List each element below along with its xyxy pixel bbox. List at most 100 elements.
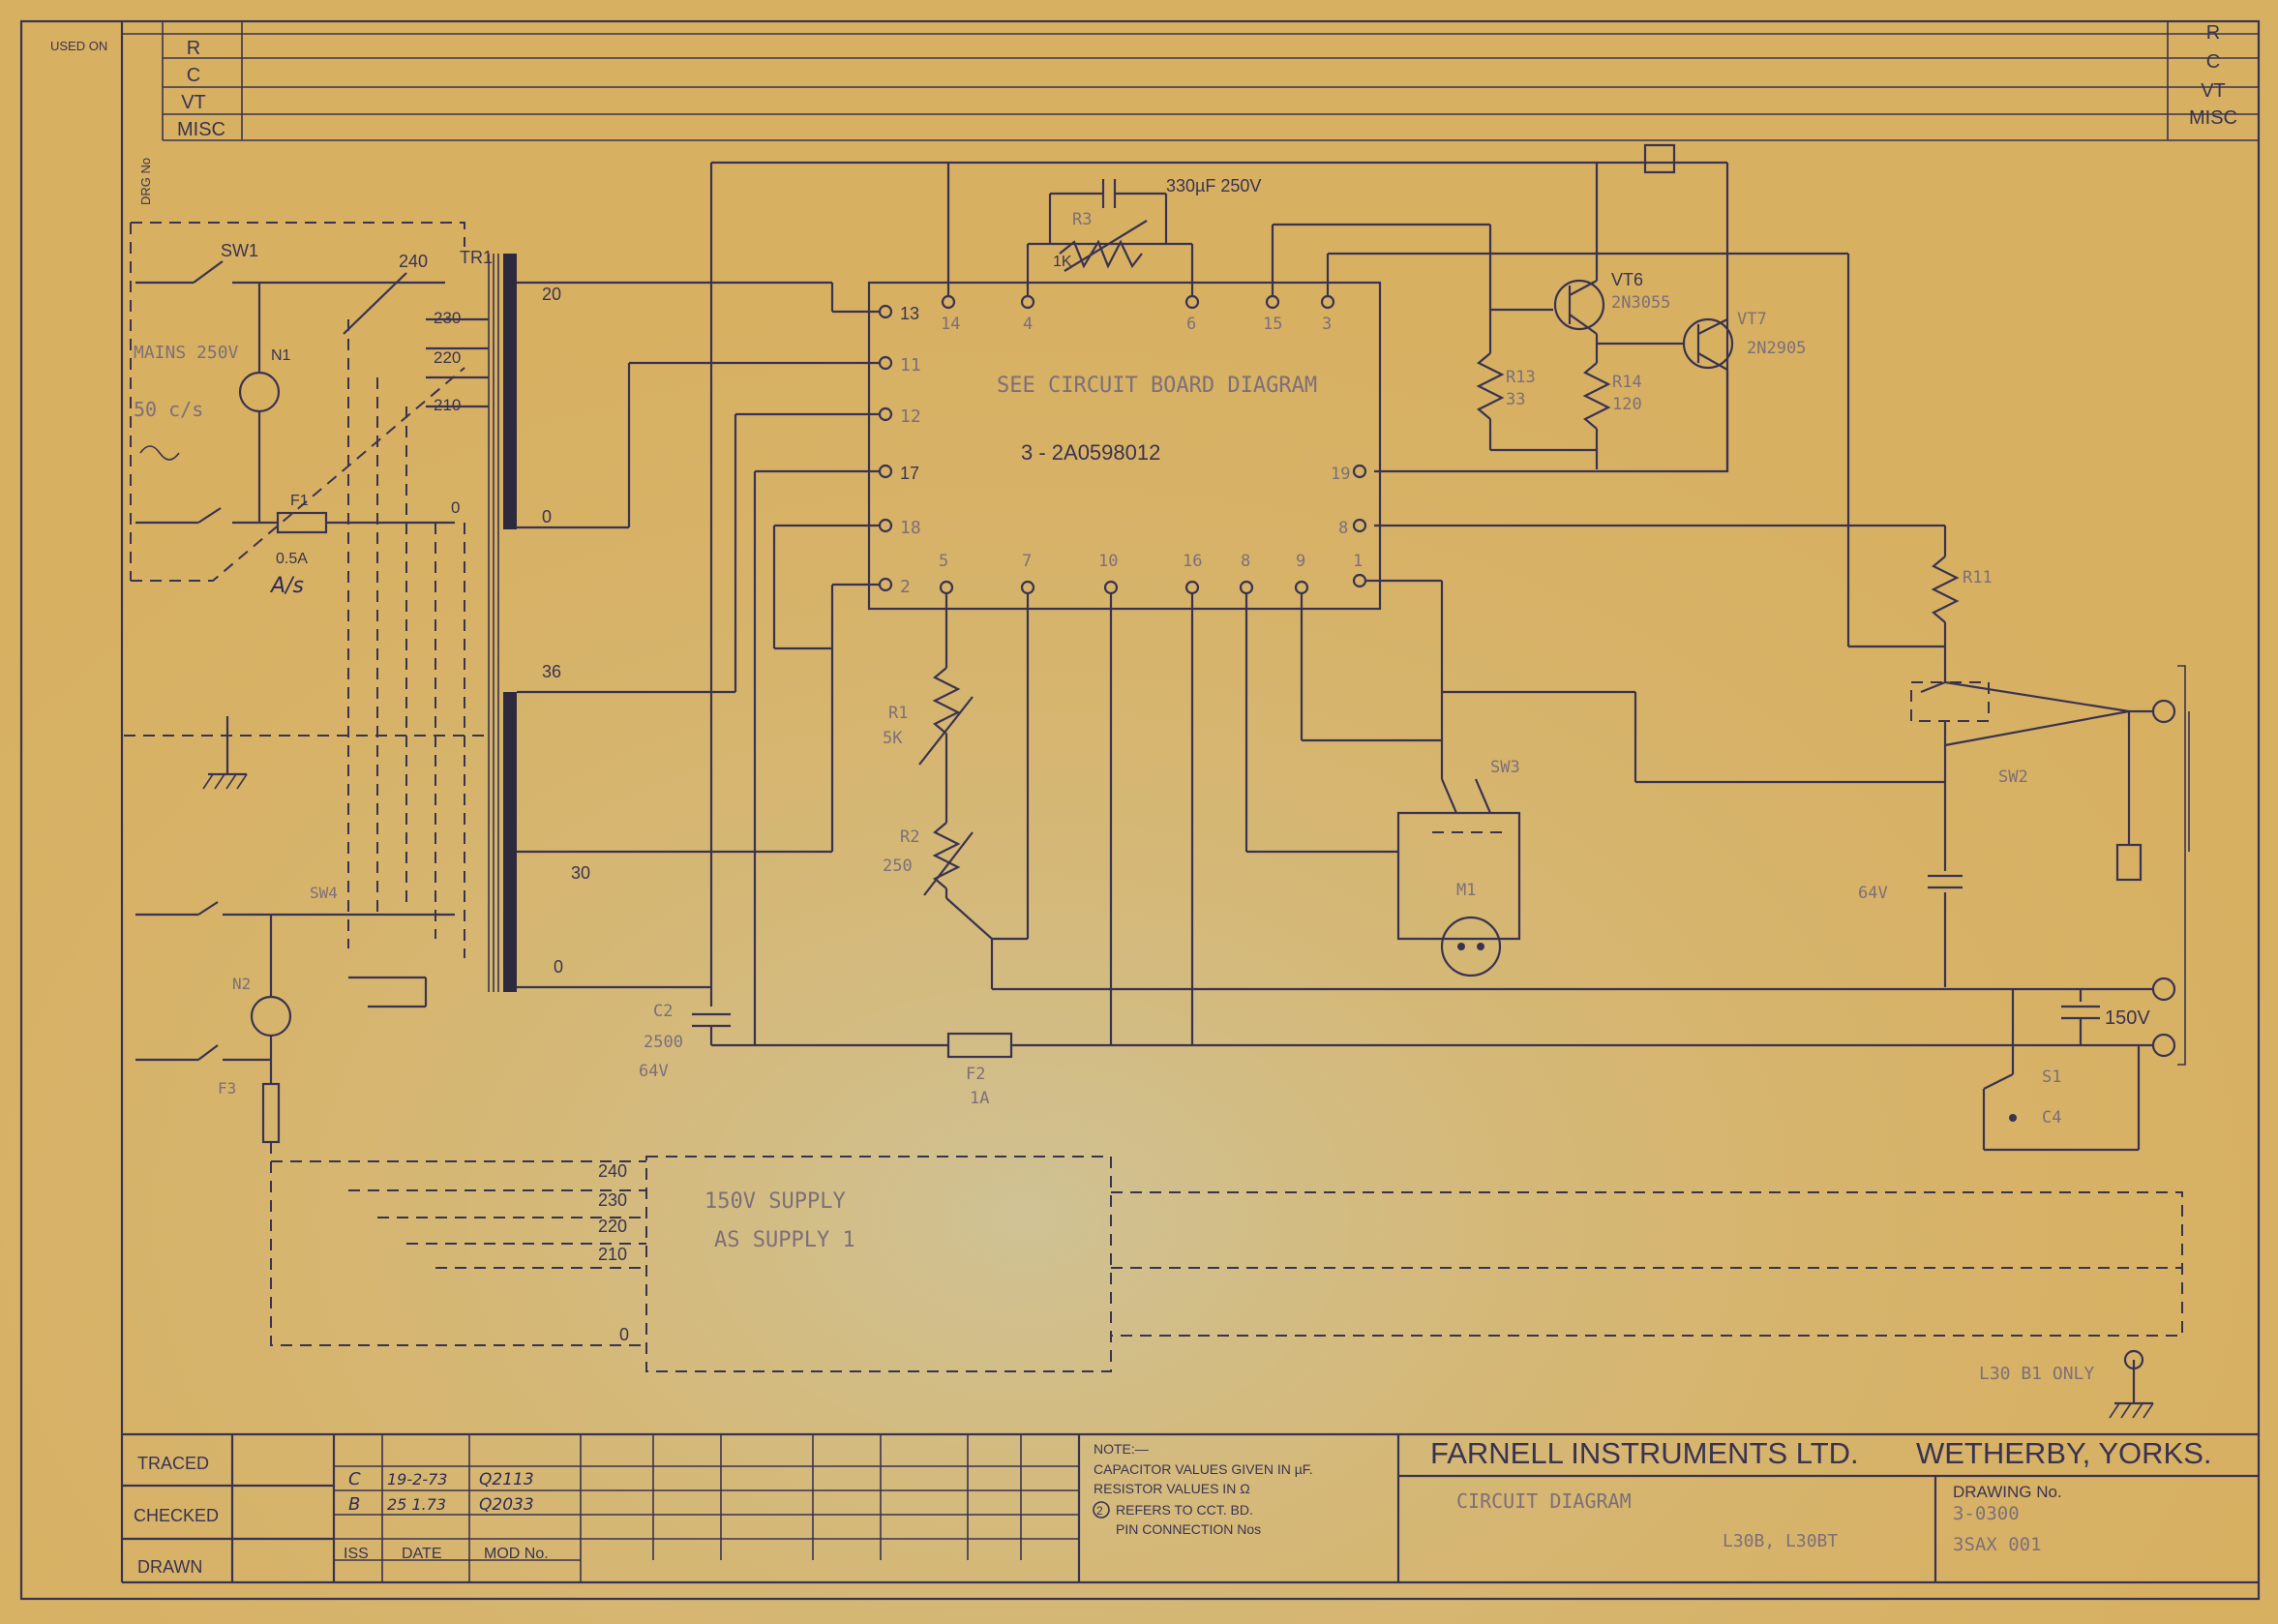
mains-label: MAINS 250V [134, 343, 239, 363]
c2-label: C2 [653, 1002, 673, 1021]
tr1-label: TR1 [460, 248, 493, 267]
pot-r1 [932, 667, 961, 735]
pin-8-label: 8 [1338, 519, 1348, 538]
pin-9: 9 [1296, 552, 1305, 571]
r13-value: 33 [1506, 390, 1525, 409]
as-label: A/s [269, 574, 304, 598]
rev-b-mod: Q2033 [479, 1495, 534, 1515]
sec-0-label: 0 [542, 507, 552, 526]
supply2-label: 150V SUPPLY [704, 1189, 846, 1214]
supply2-sub: AS SUPPLY 1 [714, 1228, 855, 1252]
supply2-tap-210: 210 [598, 1245, 627, 1264]
c3-label: 64V [1858, 884, 1888, 903]
sw4-label: SW4 [310, 884, 338, 902]
vt6-label: VT6 [1611, 270, 1643, 289]
c4-value: 150V [2105, 1007, 2150, 1029]
header-vt-right: VT [2201, 80, 2226, 102]
f1-label: F1 [290, 493, 309, 509]
output-terminal-2 [2151, 1033, 2176, 1058]
tap-220-label: 220 [434, 348, 461, 367]
company-location: WETHERBY, YORKS. [1916, 1436, 2212, 1470]
pin-8 [1352, 518, 1367, 533]
pot-r2 [932, 822, 961, 889]
rev-c-date: 19-2-73 [387, 1470, 447, 1489]
earth-section [124, 716, 484, 790]
s1-label: S1 [2042, 1068, 2061, 1087]
sec-36-label: 36 [542, 662, 561, 681]
m1-label: M1 [1456, 881, 1476, 900]
pot-r3 [1059, 239, 1143, 269]
terminal-box-top [1643, 143, 1676, 174]
supply-2-block: 150V SUPPLY AS SUPPLY 1 240 230 220 210 … [270, 1156, 2183, 1419]
terminal-box-right [2115, 843, 2143, 882]
note-resistor: RESISTOR VALUES IN Ω [1094, 1481, 1250, 1496]
only-label-1: L30 B1 ONLY [1979, 1364, 2094, 1384]
drawing-no-label: DRAWING No. [1953, 1483, 2062, 1501]
sw3-label: SW3 [1490, 758, 1520, 777]
f1-value: 0.5A [276, 551, 308, 567]
note-title: NOTE:— [1094, 1441, 1149, 1457]
pin-16: 16 [1183, 552, 1202, 571]
n2-label: N2 [232, 975, 251, 993]
supply2-tap-220: 220 [598, 1217, 627, 1236]
header-vt: VT [181, 92, 206, 113]
pin-1: 1 [1353, 552, 1363, 571]
tap-230-label: 230 [434, 309, 461, 327]
rev-c-mod: Q2113 [479, 1470, 534, 1489]
note-capacitor: CAPACITOR VALUES GIVEN IN µF. [1094, 1461, 1313, 1477]
transistor-vt6 [1553, 279, 1605, 331]
r13-label: R13 [1506, 368, 1536, 387]
sec-30-label: 30 [571, 863, 590, 883]
drawing-no: 3-0300 [1953, 1503, 2020, 1524]
board-part-no: 3 - 2A0598012 [1021, 440, 1160, 465]
c2-value: 2500 [644, 1033, 683, 1052]
board-note: SEE CIRCUIT BOARD DIAGRAM [997, 374, 1317, 398]
tap-240-label: 240 [399, 252, 428, 271]
pin-7: 7 [1022, 552, 1032, 571]
pin-17: 17 [900, 464, 919, 483]
drawing-no-2: 3SAX 001 [1953, 1534, 2042, 1555]
resistor-r13 [1476, 352, 1505, 420]
pin-18: 18 [900, 518, 921, 538]
header-r-right: R [2206, 22, 2220, 44]
tap-0-label: 0 [451, 498, 460, 517]
pin-12: 12 [900, 406, 921, 427]
output-terminal-1 [2151, 977, 2176, 1002]
pin-19-label: 19 [1331, 465, 1350, 484]
rev-b-iss: B [348, 1494, 360, 1515]
pin-2: 2 [900, 577, 911, 597]
r14-value: 120 [1612, 395, 1642, 414]
r3-label: R3 [1072, 210, 1092, 229]
f3-label: F3 [218, 1079, 236, 1098]
r3-value: 1K [1053, 254, 1072, 270]
n1-label: N1 [271, 347, 291, 364]
pin-15: 15 [1263, 315, 1282, 334]
vt7-label: VT7 [1737, 310, 1767, 329]
checked-label: CHECKED [134, 1506, 219, 1525]
note-pin-connection: PIN CONNECTION Nos [1116, 1521, 1261, 1537]
company-name: FARNELL INSTRUMENTS LTD. [1430, 1436, 1859, 1470]
header-c: C [187, 65, 200, 86]
supply2-tap-0: 0 [619, 1325, 629, 1344]
sheet-border [19, 19, 2261, 1601]
pin-8b: 8 [1241, 552, 1250, 571]
supply2-tap-230: 230 [598, 1190, 627, 1210]
meter-m1 [1440, 916, 1502, 977]
circuit-subtitle: L30B, L30BT [1723, 1531, 1838, 1551]
header-c-right: C [2206, 51, 2220, 73]
rev-b-date: 25 1.73 [387, 1495, 446, 1514]
used-on-label: USED ON [50, 39, 107, 53]
mains-input-section: SW1 240 TR1 N1 MAINS 250V 50 c/s F1 0.5A… [130, 222, 493, 958]
vt6-type: 2N3055 [1611, 293, 1670, 313]
pin-3: 3 [1322, 315, 1332, 334]
circuit-title: CIRCUIT DIAGRAM [1456, 1489, 1632, 1513]
resistor-r11 [1931, 556, 1960, 623]
sw2-label: SW2 [1998, 767, 2028, 787]
date-label: DATE [402, 1546, 441, 1562]
pin-10: 10 [1098, 552, 1118, 571]
tap-210-label: 210 [434, 396, 461, 414]
title-block: TRACED CHECKED DRAWN C 19-2-73 Q2113 B 2… [122, 1432, 2259, 1584]
header-misc-right: MISC [2189, 107, 2237, 129]
drg-no-label: DRG No [138, 158, 153, 205]
